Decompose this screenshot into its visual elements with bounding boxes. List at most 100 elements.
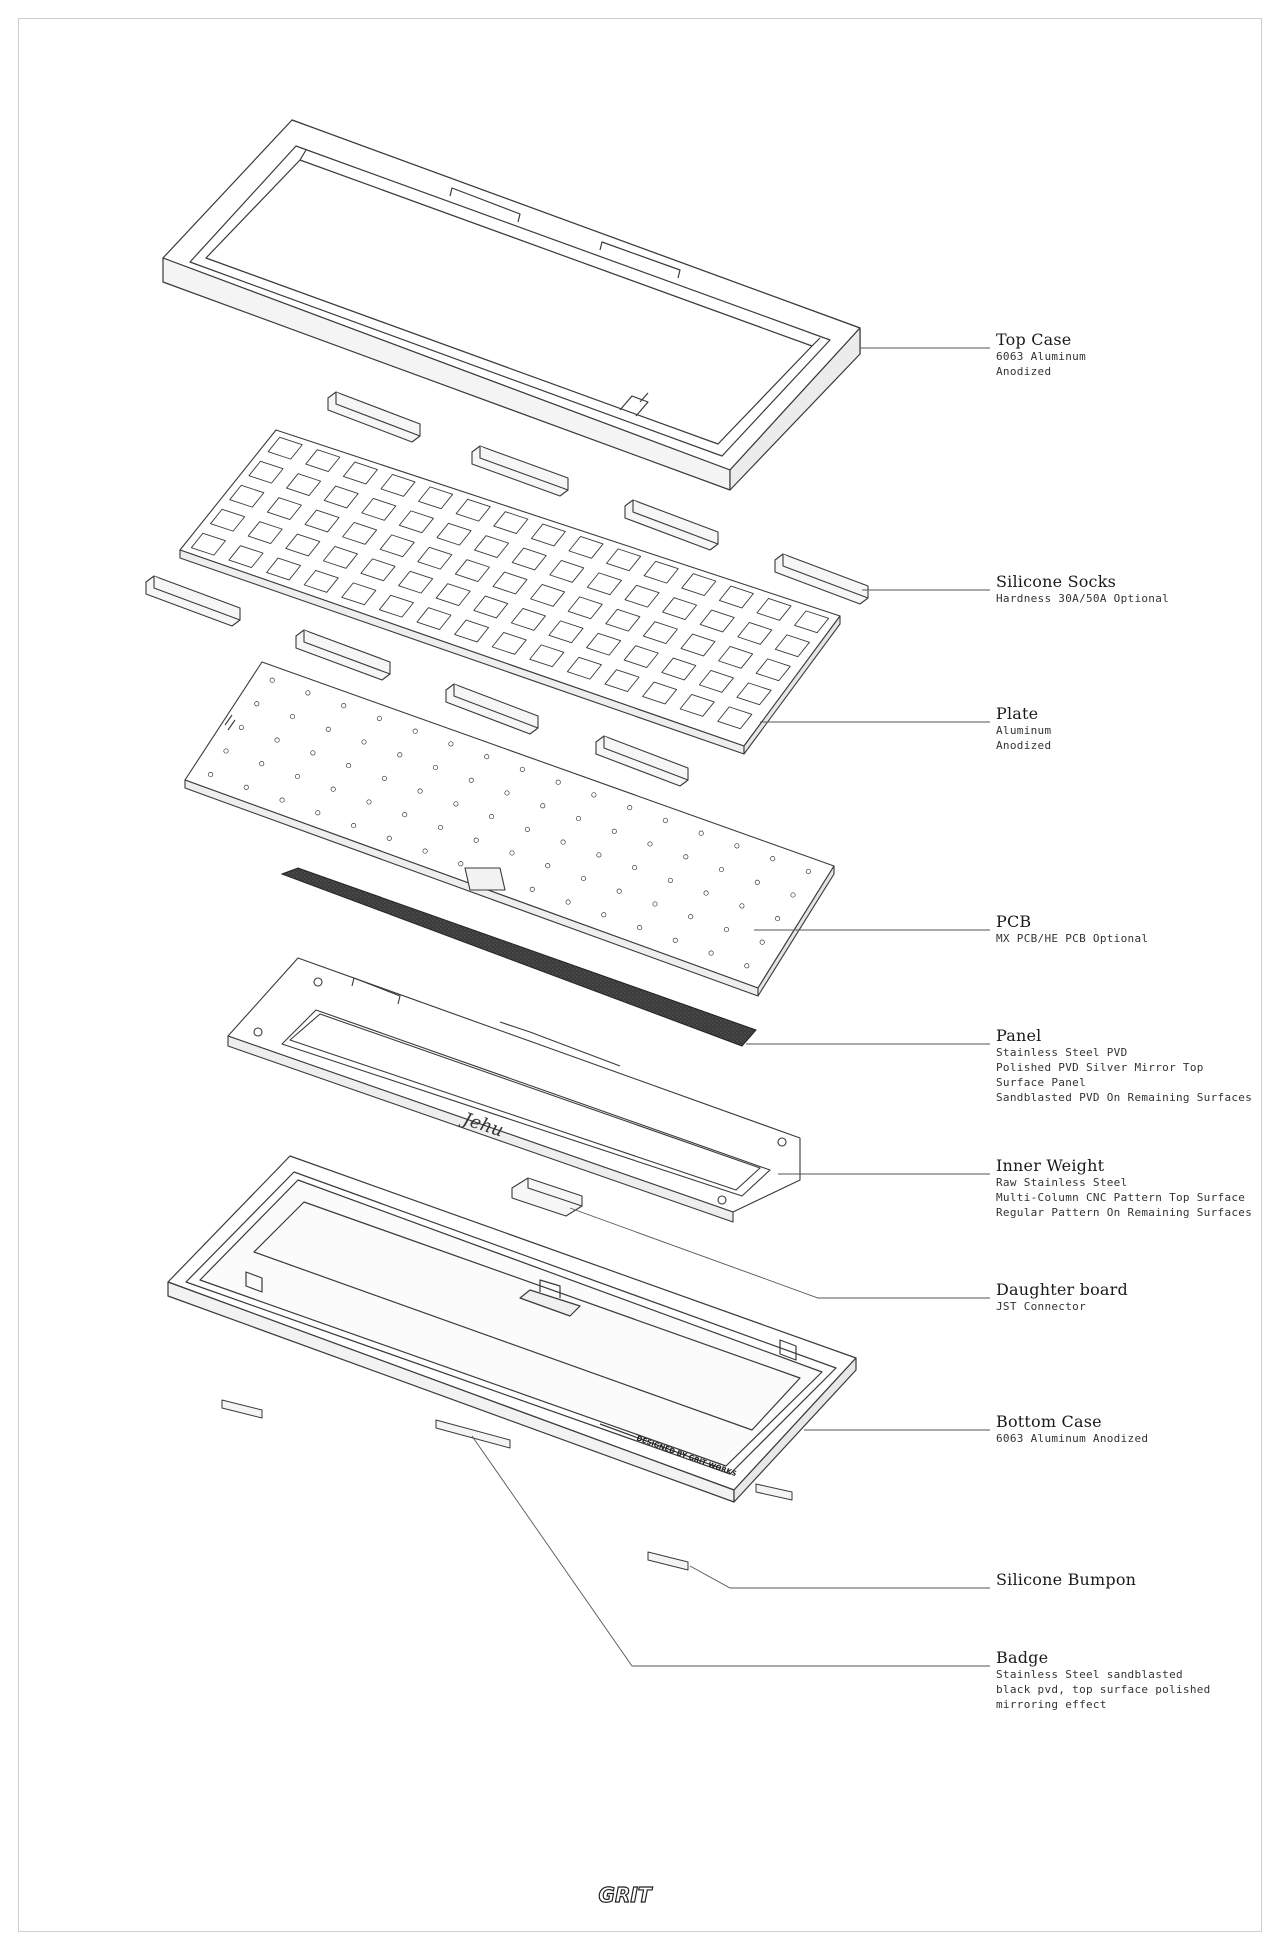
plate-switch-cutout: [399, 571, 433, 593]
plate-switch-cutout: [756, 659, 790, 681]
pcb-mount-hole: [489, 814, 493, 818]
pcb-mount-hole: [351, 823, 355, 827]
callout-title: Silicone Bumpon: [996, 1570, 1137, 1589]
plate-switch-cutout: [230, 485, 264, 507]
pcb-mount-hole: [612, 829, 616, 833]
pcb-mount-hole: [806, 869, 810, 873]
plate-switch-cutout: [248, 522, 282, 544]
plate-switch-cutout: [419, 487, 453, 509]
pcb-mount-hole: [362, 740, 366, 744]
plate-switch-cutout: [380, 535, 414, 557]
plate-switch-cutout: [342, 583, 376, 605]
pcb-mount-hole: [566, 900, 570, 904]
plate-switch-cutout: [607, 549, 641, 571]
pcb-mount-hole: [648, 842, 652, 846]
pcb-mount-hole: [653, 902, 657, 906]
plate-switch-cutout: [737, 683, 771, 705]
leader-lines: [472, 348, 990, 1666]
plate-switch-cutout: [549, 621, 583, 643]
pcb-mount-hole: [740, 904, 744, 908]
pcb-mount-hole: [775, 916, 779, 920]
plate-switch-cutout: [267, 558, 301, 580]
pcb-mount-hole: [699, 831, 703, 835]
pcb-mount-hole: [224, 749, 228, 753]
pcb-mount-hole: [403, 813, 407, 817]
plate-switch-cutout: [306, 450, 340, 472]
pcb-mount-hole: [561, 840, 565, 844]
pcb-mount-hole: [255, 702, 259, 706]
pcb-part: [185, 662, 834, 996]
plate-switch-cutout: [624, 646, 658, 668]
callout-spec-line: Sandblasted PVD On Remaining Surfaces: [996, 1091, 1253, 1104]
plate-switch-cutout: [569, 536, 603, 558]
pcb-mount-hole: [505, 791, 509, 795]
page-frame: [18, 18, 1262, 1932]
plate-switch-cutout: [475, 536, 509, 558]
leader-silicone-bumpon: [690, 1566, 990, 1588]
pcb-mount-hole: [673, 938, 677, 942]
plate-switch-cutout: [587, 633, 621, 655]
plate-switch-cutout: [680, 694, 714, 716]
plate-switch-cutout: [531, 584, 565, 606]
pcb-mount-hole: [530, 887, 534, 891]
pcb-mount-hole: [668, 878, 672, 882]
pcb-mount-hole: [602, 913, 606, 917]
pcb-mount-hole: [244, 785, 248, 789]
pcb-mount-hole: [791, 893, 795, 897]
pcb-mount-hole: [663, 818, 667, 822]
pcb-mount-hole: [760, 940, 764, 944]
pcb-mount-hole: [275, 738, 279, 742]
pcb-mount-hole: [367, 800, 371, 804]
plate-switch-cutout: [361, 559, 395, 581]
pcb-mount-hole: [326, 727, 330, 731]
callout-spec-line: 6063 Aluminum Anodized: [996, 1432, 1149, 1445]
plate-switch-cutout: [643, 682, 677, 704]
plate-switch-cutout: [399, 511, 433, 533]
plate-switch-cutout: [567, 657, 601, 679]
plate-switch-cutout: [287, 474, 321, 496]
plate-switch-cutout: [493, 572, 527, 594]
pcb-mount-hole: [704, 891, 708, 895]
pcb-mount-hole: [581, 876, 585, 880]
pcb-mount-hole: [525, 827, 529, 831]
pcb-mount-hole: [684, 855, 688, 859]
pcb-mount-hole: [387, 836, 391, 840]
badge-part: [436, 1420, 510, 1448]
callout-spec-line: MX PCB/HE PCB Optional: [996, 932, 1149, 945]
callout-spec-line: Hardness 30A/50A Optional: [996, 592, 1170, 605]
plate-switch-cutout: [474, 596, 508, 618]
pcb-mount-hole: [413, 729, 417, 733]
plate-switch-cutout: [662, 658, 696, 680]
plate-switch-cutout: [568, 597, 602, 619]
callout-spec-line: Surface Panel: [996, 1076, 1086, 1089]
pcb-mount-hole: [295, 774, 299, 778]
plate-switch-cutout: [455, 560, 489, 582]
plate-switch-cutout: [324, 486, 358, 508]
pcb-mount-hole: [556, 780, 560, 784]
pcb-mount-hole: [398, 753, 402, 757]
pcb-mount-hole: [331, 787, 335, 791]
callout-title: Silicone Socks: [996, 572, 1117, 591]
plate-switch-cutout: [381, 474, 415, 496]
grit-logo: GRIT: [598, 1882, 653, 1907]
callout-spec-line: Regular Pattern On Remaining Surfaces: [996, 1206, 1253, 1219]
pcb-mount-hole: [459, 862, 463, 866]
callout-spec-line: JST Connector: [996, 1300, 1086, 1313]
callout-title: Plate: [996, 704, 1039, 723]
callout-spec-line: Stainless Steel sandblasted: [996, 1668, 1183, 1681]
plate-switch-cutout: [379, 595, 413, 617]
plate-switch-cutout: [494, 512, 528, 534]
plate-switch-cutout: [719, 586, 753, 608]
plate-switch-cutout: [286, 534, 320, 556]
pcb-mount-hole: [316, 811, 320, 815]
pcb-mount-hole: [342, 704, 346, 708]
plate-switch-cutout: [492, 632, 526, 654]
pcb-mount-hole: [485, 755, 489, 759]
plate-switch-cutout: [605, 670, 639, 692]
